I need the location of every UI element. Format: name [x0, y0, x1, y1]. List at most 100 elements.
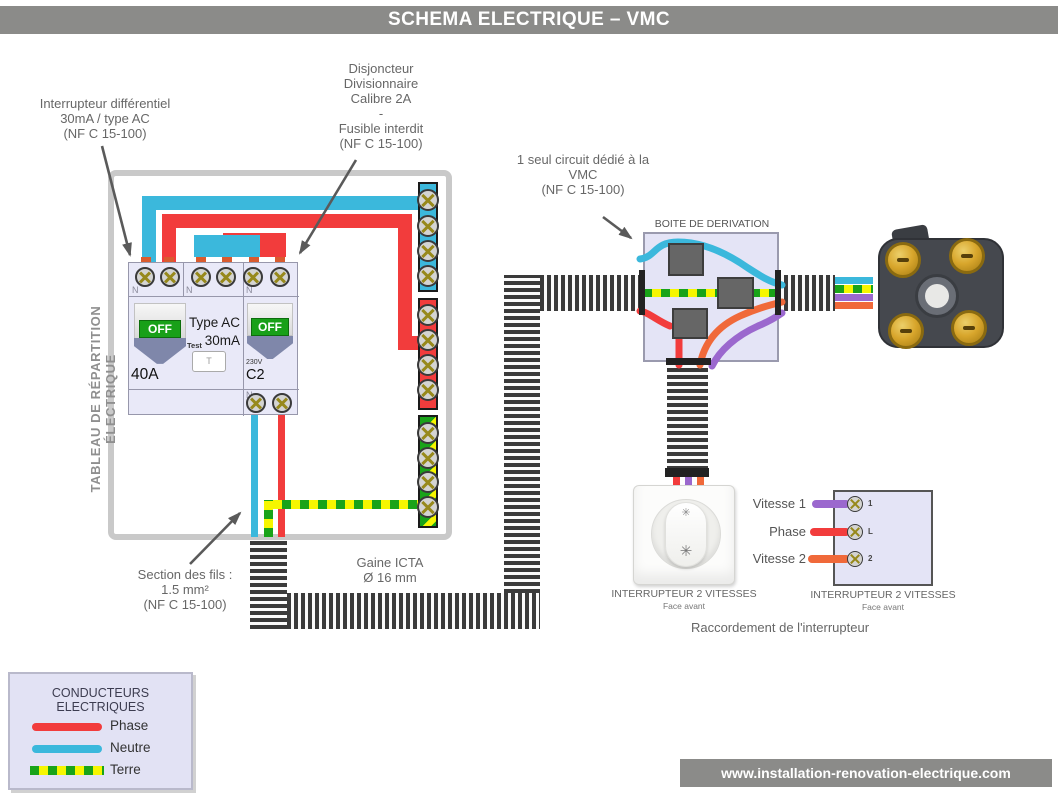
switch-front-label: INTERRUPTEUR 2 VITESSES	[611, 588, 757, 600]
legend-label: Terre	[110, 762, 141, 777]
annotation-wiring-caption: Raccordement de l'interrupteur	[690, 620, 870, 635]
test-button[interactable]: T	[192, 351, 226, 372]
junction-box	[643, 232, 779, 362]
screw-terminal-icon	[135, 267, 155, 287]
vmc-port-icon	[949, 238, 985, 274]
footer-bar: www.installation-renovation-electrique.c…	[680, 759, 1052, 787]
junction-connector	[672, 308, 708, 339]
neutral-terminal-label: N	[246, 285, 253, 295]
annotation-conduit: Gaine ICTA Ø 16 mm	[356, 555, 424, 586]
comb-busbar-neutral	[194, 235, 260, 257]
distribution-panel	[108, 170, 452, 540]
wire-name-label: Vitesse 1	[752, 496, 806, 511]
legend-earth-swatch	[30, 766, 104, 775]
comb-stub	[141, 257, 151, 265]
screw-terminal-icon	[272, 393, 292, 413]
title-bar: SCHEMA ELECTRIQUE – VMC	[0, 6, 1058, 34]
screw-terminal-icon	[417, 447, 439, 469]
screw-terminal-icon	[417, 422, 439, 444]
page-title: SCHEMA ELECTRIQUE – VMC	[388, 9, 670, 30]
screw-terminal-icon	[246, 393, 266, 413]
vmc-duct-opening	[915, 274, 959, 318]
annotation-wire-section: Section des fils : 1.5 mm² (NF C 15-100)	[137, 567, 233, 613]
neutral-terminal-label: N	[186, 285, 193, 295]
differential-rating: 40A	[131, 366, 159, 383]
phase-wire-down	[398, 214, 412, 350]
conduit-end-cap	[666, 358, 711, 365]
terminal-number: 2	[868, 554, 873, 563]
speed1-wire-to-vmc	[835, 294, 873, 301]
neutral-wire-bottom	[251, 413, 258, 537]
differential-type-text: Type AC 30mA	[188, 315, 240, 348]
conduit-end-cap	[775, 270, 781, 315]
annotation-differential: Interrupteur différentiel 30mA / type AC…	[39, 96, 171, 142]
neutral-wire-top	[142, 196, 436, 210]
test-label: Test	[187, 341, 202, 350]
screw-terminal-icon	[847, 496, 863, 512]
neutral-wire-to-vmc	[835, 277, 873, 284]
divisional-rating: C2	[246, 367, 265, 383]
conduit-end-cap	[639, 270, 645, 315]
screw-terminal-icon	[417, 471, 439, 493]
terminal-number: 1	[868, 499, 873, 508]
switch-knob[interactable]	[665, 502, 707, 567]
screw-terminal-icon	[417, 379, 439, 401]
comb-stub	[249, 257, 259, 265]
legend-title: CONDUCTEURS ELECTRIQUES	[51, 686, 150, 714]
switch-front-sublabel: Face avant	[662, 601, 706, 611]
comb-stub	[275, 257, 285, 265]
speed2-wire-to-switch	[697, 477, 704, 489]
speed1-wire-to-switch	[685, 477, 692, 489]
conduit-riser	[504, 275, 540, 593]
differential-off-badge: OFF	[139, 320, 181, 338]
terminal-number: L	[868, 527, 873, 536]
legend-label: Phase	[110, 718, 149, 733]
comb-stub	[196, 257, 206, 265]
annotation-dedicated-circuit: 1 seul circuit dédié à la VMC (NF C 15-1…	[516, 152, 650, 198]
screw-terminal-icon	[417, 189, 439, 211]
phase-wire-stub	[412, 336, 420, 350]
screw-terminal-icon	[417, 215, 439, 237]
conduit-junction-to-vmc	[777, 275, 835, 311]
panel-side-label: TABLEAU DE RÉPARTITION ÉLECTRIQUE	[88, 305, 118, 493]
legend-neutral-swatch	[32, 745, 102, 753]
screw-terminal-icon	[417, 354, 439, 376]
legend-box: CONDUCTEURS ELECTRIQUES Phase Neutre Ter…	[8, 672, 193, 790]
conduit-bottom-run	[287, 593, 540, 629]
junction-connector	[668, 243, 704, 276]
screw-terminal-icon	[417, 496, 439, 518]
junction-connector	[717, 277, 754, 309]
screw-terminal-icon	[417, 240, 439, 262]
speed2-terminal-wire	[808, 555, 850, 563]
earth-wire-vertical	[264, 500, 273, 537]
screw-terminal-icon	[270, 267, 290, 287]
terminal-box-sublabel: Face avant	[861, 602, 905, 612]
wire-name-label: Phase	[769, 524, 806, 539]
phase-wire-top	[162, 214, 412, 228]
screw-terminal-icon	[191, 267, 211, 287]
speed2-wire-to-vmc	[835, 302, 873, 309]
comb-stub	[164, 257, 174, 265]
vmc-port-icon	[888, 313, 924, 349]
phase-wire-to-switch	[673, 477, 680, 489]
screw-terminal-icon	[216, 267, 236, 287]
junction-box-label: BOITE DE DERIVATION	[654, 218, 770, 230]
vmc-port-icon	[885, 242, 921, 278]
conduit-to-junction	[540, 275, 644, 311]
earth-wire-to-vmc	[835, 285, 873, 293]
conduit-junction-to-switch	[667, 364, 708, 470]
earth-wire-junction	[643, 289, 779, 297]
website-link[interactable]: www.installation-renovation-electrique.c…	[721, 765, 1011, 781]
annotation-divisional: Disjoncteur Divisionnaire Calibre 2A - F…	[338, 61, 424, 152]
fan-icon-small: ✳	[681, 507, 691, 519]
earth-wire-horizontal	[264, 500, 420, 509]
fan-icon-large: ✳	[679, 543, 693, 560]
screw-terminal-icon	[847, 524, 863, 540]
legend-label: Neutre	[110, 740, 151, 755]
screw-terminal-icon	[417, 329, 439, 351]
screw-terminal-icon	[417, 265, 439, 287]
wire-name-label: Vitesse 2	[752, 551, 806, 566]
vmc-port-icon	[951, 310, 987, 346]
arrow-dedicated-circuit	[602, 215, 633, 240]
